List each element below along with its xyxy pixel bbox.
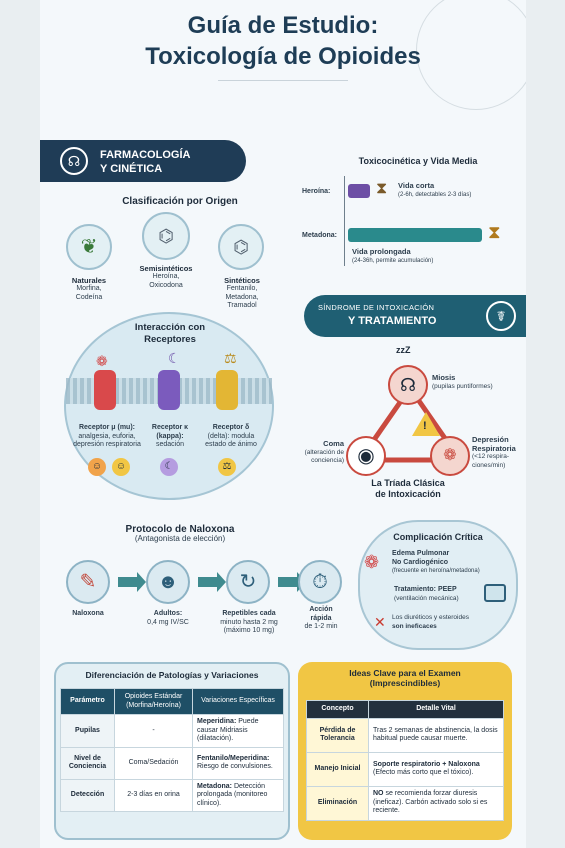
eye-icon: ◉ [346, 436, 386, 476]
complication-title: Complicación Crítica [393, 532, 483, 542]
diff-header: Variaciones Específicas [192, 688, 284, 715]
diff-variation: Fentanilo/Meperidina: Riesgo de convulsi… [192, 746, 284, 780]
mu-label: Receptor μ (mu): analgesia, euforia, dep… [73, 424, 141, 448]
molecule-icon: ⌬ [142, 212, 190, 260]
hourglass-icon: ⧗ [376, 180, 388, 197]
euphoria-icon: ☺ [88, 458, 106, 476]
step-naloxona: Naloxona [72, 610, 104, 617]
diff-standard: - [114, 714, 193, 748]
triad-depresion: Depresión Respiratoria (<12 respira- cio… [472, 435, 516, 469]
molecule-icon: ⌬ [218, 224, 264, 270]
diff-header: Opioides Estándar (Morfina/Heroína) [114, 688, 193, 715]
heroina-bar [348, 184, 370, 198]
syringe-icon: ✎ [66, 560, 110, 604]
keys-title: Ideas Clave para el Examen (Imprescindib… [349, 668, 461, 688]
key-detail: NO se recomienda forzar diuresis (inefic… [368, 785, 504, 821]
class-sinteticos: Sintéticos Fentanilo, Metadona, Tramadol [224, 276, 260, 309]
diff-param: Nivel de Conciencia [60, 746, 115, 780]
class-semisinteticos: Semisintéticos Heroína, Oxicodona [139, 264, 193, 289]
study-guide-page: Guía de Estudio: Toxicología de Opioides… [40, 0, 526, 848]
diff-title: Diferenciación de Patologías y Variacion… [85, 670, 259, 680]
repeat-icon: ↻ [226, 560, 270, 604]
flow-arrow [118, 572, 146, 592]
flow-arrow [198, 572, 226, 592]
ventilator-icon [484, 584, 506, 602]
kinetics-axis [344, 176, 345, 266]
lungs-icon: ❁ [430, 436, 470, 476]
diff-variation: Metadona: Detección prolongada (monitore… [192, 778, 284, 812]
delta-label: Receptor δ (delta): modula estado de áni… [205, 424, 257, 448]
key-concept: Manejo Inicial [306, 751, 369, 787]
metadona-label: Metadona: [302, 232, 337, 239]
decorative-lines [416, 0, 526, 110]
key-concept: Pérdida de Tolerancia [306, 717, 369, 753]
triad-title: La Tríada Clásica de Intoxicación [371, 478, 445, 499]
triad-miosis: Miosis (pupilas puntiformes) [432, 373, 493, 390]
diff-header: Parámetro [60, 688, 115, 715]
diff-table: Parámetro Opioides Estándar (Morfina/Her… [60, 688, 284, 812]
edema-text: Edema Pulmonar No Cardiogénico (frecuent… [392, 550, 480, 574]
diff-standard: Coma/Sedación [114, 746, 193, 780]
sleep-icon: ☾ [160, 458, 178, 476]
triad-coma: Coma (alteración de conciencia) [304, 439, 344, 464]
key-detail: Soporte respiratorio + Naloxona (Efecto … [368, 751, 504, 787]
metadona-bar [348, 228, 482, 242]
step-accion: Acción rápida de 1-2 min [304, 606, 338, 630]
table-row: Pupilas-Meperidina: Puede causar Midrias… [60, 714, 284, 748]
moon-icon: ☾ [168, 350, 181, 366]
diff-param: Pupilas [60, 714, 115, 748]
key-concept: Eliminación [306, 785, 369, 821]
diff-param: Detección [60, 778, 115, 812]
diuretics-text: Los diuréticos y esteroides son ineficac… [392, 614, 469, 630]
section-pharmacology: ☊ FARMACOLOGÍA Y CINÉTICA [40, 140, 246, 182]
heroina-label: Heroína: [302, 188, 331, 195]
diff-standard: 2-3 días en orina [114, 778, 193, 812]
keys-table: Concepto Detalle Vital Pérdida de Tolera… [306, 700, 504, 821]
kinetics-title: Toxicocinética y Vida Media [358, 156, 478, 166]
section-syndrome: SÍNDROME DE INTOXICACIÓN Y TRATAMIENTO ☤ [304, 295, 526, 337]
delta-receptor [216, 370, 238, 410]
scale-icon: ⚖ [224, 350, 237, 366]
hourglass-icon: ⧗ [488, 222, 501, 242]
step-repetibles: Repetibles cada minuto hasta 2 mg (máxim… [220, 610, 278, 634]
warning-icon [412, 412, 440, 436]
brain-icon: ☊ [388, 365, 428, 405]
brain-icon: ☊ [60, 147, 88, 175]
peep-text: Tratamiento: PEEP (ventilación mecánica) [394, 586, 459, 602]
adult-icon: ☻ [146, 560, 190, 604]
flow-arrow [278, 572, 306, 592]
naloxona-title: Protocolo de Naloxona (Antagonista de el… [125, 524, 235, 543]
doctor-icon: ☤ [486, 301, 516, 331]
page-title: Guía de Estudio: Toxicología de Opioides [145, 12, 421, 70]
class-naturales: Naturales Morfina, Codeína [71, 276, 107, 301]
key-detail: Tras 2 semanas de abstinencia, la dosis … [368, 717, 504, 753]
metadona-desc: Vida prolongada (24-36h, permite acumula… [352, 247, 434, 264]
step-adultos: Adultos: 0,4 mg IV/SC [147, 610, 189, 626]
cross-icon: ✕ [374, 614, 386, 630]
diff-variation: Meperidina: Puede causar Midriasis (dila… [192, 714, 284, 748]
sleep-zzz-icon: zzZ [396, 345, 411, 355]
lungs-icon: ❁ [364, 552, 380, 572]
receptor-title: Interacción con Receptores [134, 322, 206, 345]
keys-header: Concepto [306, 700, 369, 719]
stopwatch-icon: ⏱ [298, 560, 342, 604]
mood-icon: ⚖ [218, 458, 236, 476]
leaf-icon: ❦ [66, 224, 112, 270]
kappa-label: Receptor κ (kappa): sedación [151, 424, 189, 448]
classification-title: Clasificación por Origen [122, 196, 238, 207]
kappa-receptor [158, 370, 180, 410]
euphoria-icon: ☺ [112, 458, 130, 476]
title-divider [218, 80, 348, 81]
mu-receptor [94, 370, 116, 410]
lungs-icon: ❁ [96, 353, 108, 369]
keys-header: Detalle Vital [368, 700, 504, 719]
heroina-desc: Vida corta (2-6h, detectables 2-3 días) [398, 181, 472, 198]
